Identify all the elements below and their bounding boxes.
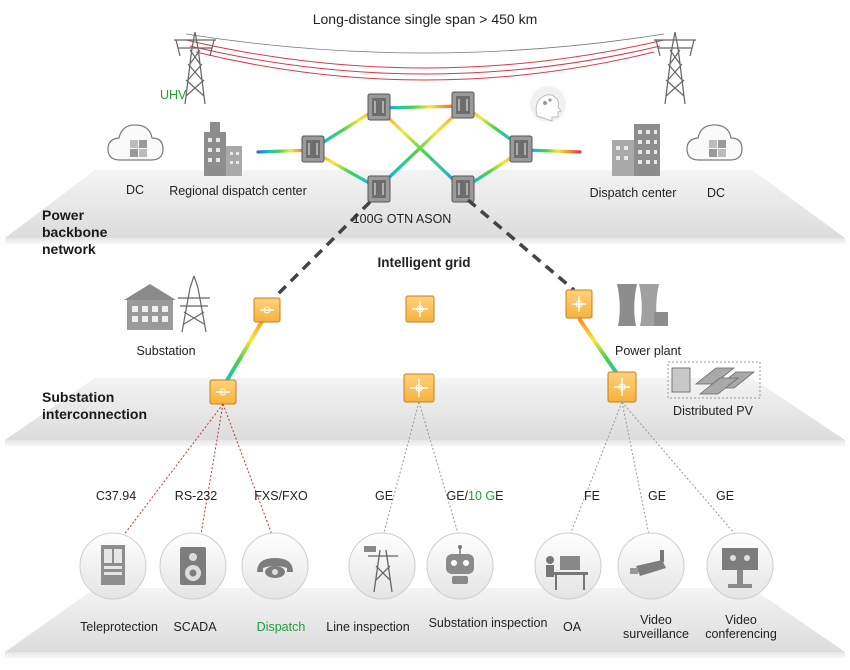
otn-node-4 bbox=[509, 135, 533, 163]
otn-label: 100G OTN ASON bbox=[352, 212, 452, 226]
service-video-conferencing: Video conferencing bbox=[705, 613, 777, 641]
service-substation-inspection: Substation inspection bbox=[428, 616, 548, 630]
dc-left-label: DC bbox=[125, 183, 145, 197]
service-dispatch: Dispatch bbox=[256, 620, 306, 634]
service-teleprotection: Teleprotection bbox=[80, 620, 158, 634]
service-video-conferencing-line-2: conferencing bbox=[705, 627, 777, 641]
interface-ge-10ge-suffix: E bbox=[495, 489, 504, 503]
substation-inspection-robot-icon bbox=[426, 532, 494, 600]
backbone-section-line-1: Power bbox=[42, 207, 85, 223]
services-floor bbox=[5, 588, 845, 658]
grid-links bbox=[224, 308, 622, 392]
interface-ge-10ge-prefix: GE/ bbox=[446, 489, 469, 503]
interface-ge-line: GE bbox=[374, 489, 394, 503]
grid-node-4 bbox=[209, 379, 237, 405]
tower-right-icon bbox=[654, 31, 696, 105]
backbone-section-line-2: backbone bbox=[42, 224, 108, 240]
uhv-line bbox=[185, 33, 665, 81]
uhv-label: UHV bbox=[160, 88, 187, 102]
grid-node-5 bbox=[403, 373, 435, 403]
otn-node-2 bbox=[451, 91, 475, 119]
interface-fe: FE bbox=[584, 489, 600, 503]
ai-brain-icon bbox=[530, 86, 566, 122]
backbone-section-line-3: network bbox=[42, 241, 96, 257]
substation-label: Substation bbox=[136, 344, 196, 358]
interface-ge-conf: GE bbox=[715, 489, 735, 503]
backbone-section-label: Power backbone network bbox=[42, 207, 107, 258]
backbone-grid-connectors bbox=[274, 198, 576, 298]
grid-node-1 bbox=[253, 297, 281, 323]
service-video-conferencing-line-1: Video bbox=[725, 613, 757, 627]
otn-node-5 bbox=[367, 175, 391, 203]
distributed-pv-label: Distributed PV bbox=[673, 404, 753, 418]
power-plant-label: Power plant bbox=[614, 344, 682, 358]
regional-dispatch-label: Regional dispatch center bbox=[169, 184, 307, 198]
interface-ge-10ge-green: 10 G bbox=[468, 489, 496, 503]
service-video-surveillance-line-1: Video bbox=[640, 613, 672, 627]
dispatch-center-building-icon bbox=[612, 124, 660, 176]
teleprotection-icon bbox=[79, 532, 147, 600]
intelligent-grid-title: Intelligent grid bbox=[377, 255, 471, 270]
dc-right-label: DC bbox=[706, 186, 726, 200]
tower-left-icon bbox=[174, 31, 216, 105]
video-conferencing-icon bbox=[706, 532, 774, 600]
oa-desk-icon bbox=[534, 532, 602, 600]
service-line-inspection: Line inspection bbox=[326, 620, 410, 634]
interconnection-section-line-2: interconnection bbox=[42, 406, 148, 422]
service-video-surveillance: Video surveillance bbox=[623, 613, 689, 641]
scada-icon bbox=[159, 532, 227, 600]
interface-ge-video: GE bbox=[647, 489, 667, 503]
interface-ge-10ge: GE/10 GE bbox=[447, 489, 504, 503]
interface-fxs-fxo: FXS/FXO bbox=[254, 489, 308, 503]
service-scada: SCADA bbox=[173, 620, 217, 634]
service-video-surveillance-line-2: surveillance bbox=[622, 627, 690, 641]
otn-node-3 bbox=[301, 135, 325, 163]
line-inspection-icon bbox=[348, 532, 416, 600]
power-plant-icon bbox=[617, 284, 668, 326]
backbone-floor bbox=[5, 170, 845, 244]
otn-node-1 bbox=[367, 93, 391, 121]
span-title: Long-distance single span > 450 km bbox=[312, 11, 538, 27]
dc-right-cloud-icon bbox=[686, 124, 743, 161]
dispatch-center-label: Dispatch center bbox=[589, 186, 677, 200]
distributed-pv-icon bbox=[667, 361, 761, 399]
dispatch-phone-icon bbox=[241, 532, 309, 600]
interconnection-section-line-1: Substation bbox=[42, 389, 115, 405]
regional-dispatch-building-icon bbox=[204, 122, 242, 176]
grid-node-2 bbox=[405, 295, 435, 323]
service-oa: OA bbox=[562, 620, 582, 634]
otn-node-6 bbox=[451, 175, 475, 203]
substation-icon bbox=[124, 275, 210, 333]
dc-left-cloud-icon bbox=[107, 124, 164, 161]
interconnection-section-label: Substation interconnection bbox=[42, 389, 147, 423]
interface-c3794: C37.94 bbox=[95, 489, 137, 503]
interface-rs232: RS-232 bbox=[174, 489, 218, 503]
video-surveillance-camera-icon bbox=[617, 532, 685, 600]
grid-node-3 bbox=[565, 289, 593, 319]
service-connectors-red bbox=[119, 403, 275, 541]
grid-node-6 bbox=[607, 371, 637, 403]
service-connectors-gray bbox=[381, 401, 741, 541]
